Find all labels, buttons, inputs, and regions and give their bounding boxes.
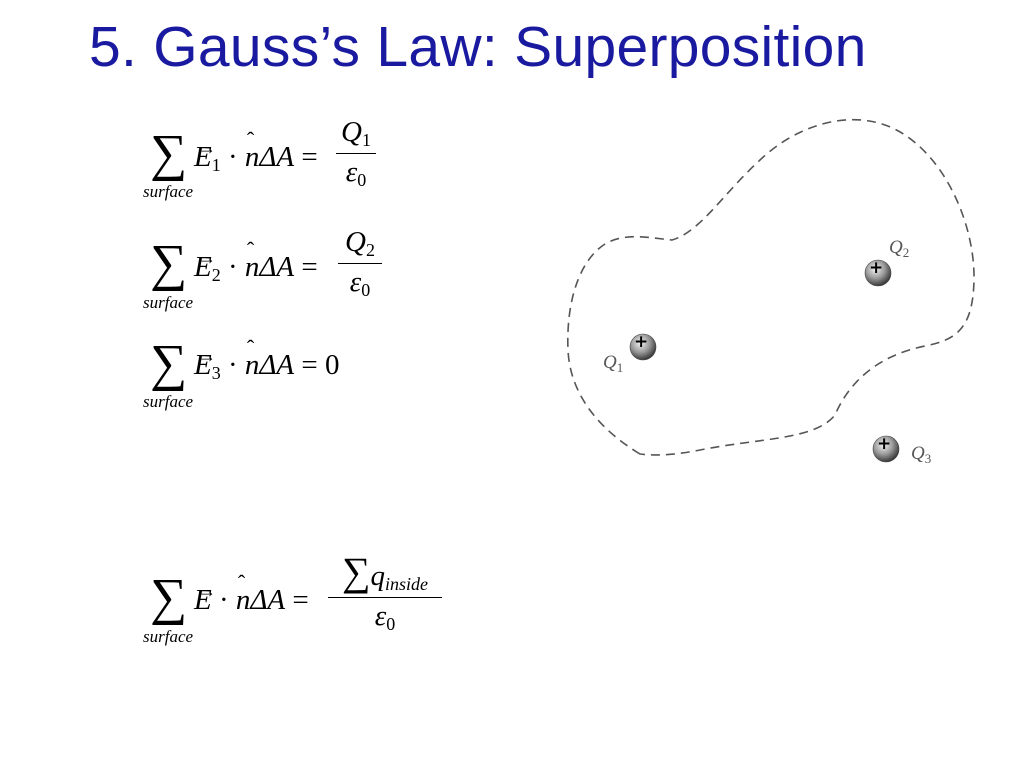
charge-label-q3: Q3 bbox=[911, 443, 931, 467]
charge-label-letter: Q bbox=[889, 237, 903, 258]
charge-q: Q bbox=[345, 226, 366, 258]
vector-arrow: → bbox=[198, 138, 216, 158]
surface-label: surface bbox=[143, 293, 194, 312]
charge-q: q bbox=[370, 560, 386, 592]
charge-q2 bbox=[864, 259, 892, 287]
delta-a: ΔA bbox=[259, 141, 295, 173]
normal-n: n bbox=[235, 584, 251, 616]
field-symbol: E bbox=[194, 251, 212, 283]
plus-icon: + bbox=[634, 332, 649, 352]
sum-symbol: ∑ bbox=[150, 335, 188, 392]
sum-symbol-small: ∑ bbox=[341, 549, 371, 594]
hat-caret: ˆ bbox=[246, 237, 255, 262]
surface-label: surface bbox=[143, 627, 194, 646]
epsilon-index: 0 bbox=[361, 280, 371, 300]
hat-caret: ˆ bbox=[237, 570, 246, 595]
field-symbol: E bbox=[194, 349, 212, 381]
denominator: ε0 bbox=[338, 266, 382, 301]
fraction-bar bbox=[336, 153, 376, 154]
charge-label-index: 2 bbox=[902, 245, 910, 260]
charge-index: 2 bbox=[365, 240, 375, 260]
dot-operator: · bbox=[218, 584, 229, 616]
equals-sign: = bbox=[301, 251, 318, 283]
numerator: Q2 bbox=[338, 226, 382, 261]
equals-sign: = bbox=[292, 584, 309, 616]
equation-1-fraction: Q1 ε0 bbox=[336, 116, 376, 191]
epsilon: ε bbox=[349, 266, 362, 298]
charge-q: Q bbox=[341, 116, 362, 148]
delta-a: ΔA bbox=[259, 349, 295, 381]
epsilon: ε bbox=[345, 156, 358, 188]
vector-arrow: → bbox=[198, 346, 216, 366]
equation-total-fraction: ∑qinside ε0 bbox=[328, 548, 442, 635]
field-index: 3 bbox=[211, 363, 221, 383]
plus-icon: + bbox=[869, 258, 884, 278]
normal-n: n bbox=[244, 141, 260, 173]
hat-caret: ˆ bbox=[246, 127, 255, 152]
sum-symbol: ∑ bbox=[150, 125, 188, 182]
denominator: ε0 bbox=[328, 600, 442, 635]
slide-title: 5. Gauss’s Law: Superposition bbox=[89, 15, 867, 79]
denominator: ε0 bbox=[336, 156, 376, 191]
field-index: 2 bbox=[211, 265, 221, 285]
surface-label: surface bbox=[143, 392, 194, 411]
numerator: ∑qinside bbox=[328, 548, 442, 595]
epsilon-index: 0 bbox=[386, 614, 396, 634]
charge-label-letter: Q bbox=[603, 352, 617, 373]
charge-index: 1 bbox=[361, 130, 371, 150]
gaussian-surface-outline bbox=[567, 118, 975, 456]
charge-label-index: 3 bbox=[924, 451, 932, 466]
sum-symbol: ∑ bbox=[150, 235, 188, 292]
charge-label-q1: Q1 bbox=[603, 352, 623, 376]
plus-icon: + bbox=[877, 434, 892, 454]
field-index: 1 bbox=[211, 155, 221, 175]
charge-label-letter: Q bbox=[911, 443, 925, 464]
delta-a: ΔA bbox=[259, 251, 295, 283]
equation-2-fraction: Q2 ε0 bbox=[338, 226, 382, 301]
field-symbol: E bbox=[194, 141, 212, 173]
fraction-bar bbox=[328, 597, 442, 598]
charge-q3 bbox=[872, 435, 900, 463]
field-symbol: E bbox=[194, 584, 212, 616]
fraction-bar bbox=[338, 263, 382, 264]
dot-operator: · bbox=[227, 349, 238, 381]
dot-operator: · bbox=[227, 141, 238, 173]
delta-a: ΔA bbox=[250, 584, 286, 616]
equation-3-rhs: 0 bbox=[325, 349, 340, 381]
charge-q1 bbox=[629, 333, 657, 361]
sum-symbol: ∑ bbox=[150, 569, 188, 626]
surface-label: surface bbox=[143, 182, 194, 201]
charge-label-q2: Q2 bbox=[889, 237, 909, 261]
vector-arrow: → bbox=[198, 581, 216, 601]
epsilon: ε bbox=[374, 600, 387, 632]
inside-subscript: inside bbox=[385, 574, 428, 594]
charge-label-index: 1 bbox=[616, 360, 624, 375]
normal-n: n bbox=[244, 251, 260, 283]
vector-arrow: → bbox=[198, 248, 216, 268]
epsilon-index: 0 bbox=[357, 170, 367, 190]
equals-sign: = bbox=[301, 141, 318, 173]
hat-caret: ˆ bbox=[246, 335, 255, 360]
normal-n: n bbox=[244, 349, 260, 381]
dot-operator: · bbox=[227, 251, 238, 283]
equals-sign: = bbox=[301, 349, 318, 381]
numerator: Q1 bbox=[336, 116, 376, 151]
